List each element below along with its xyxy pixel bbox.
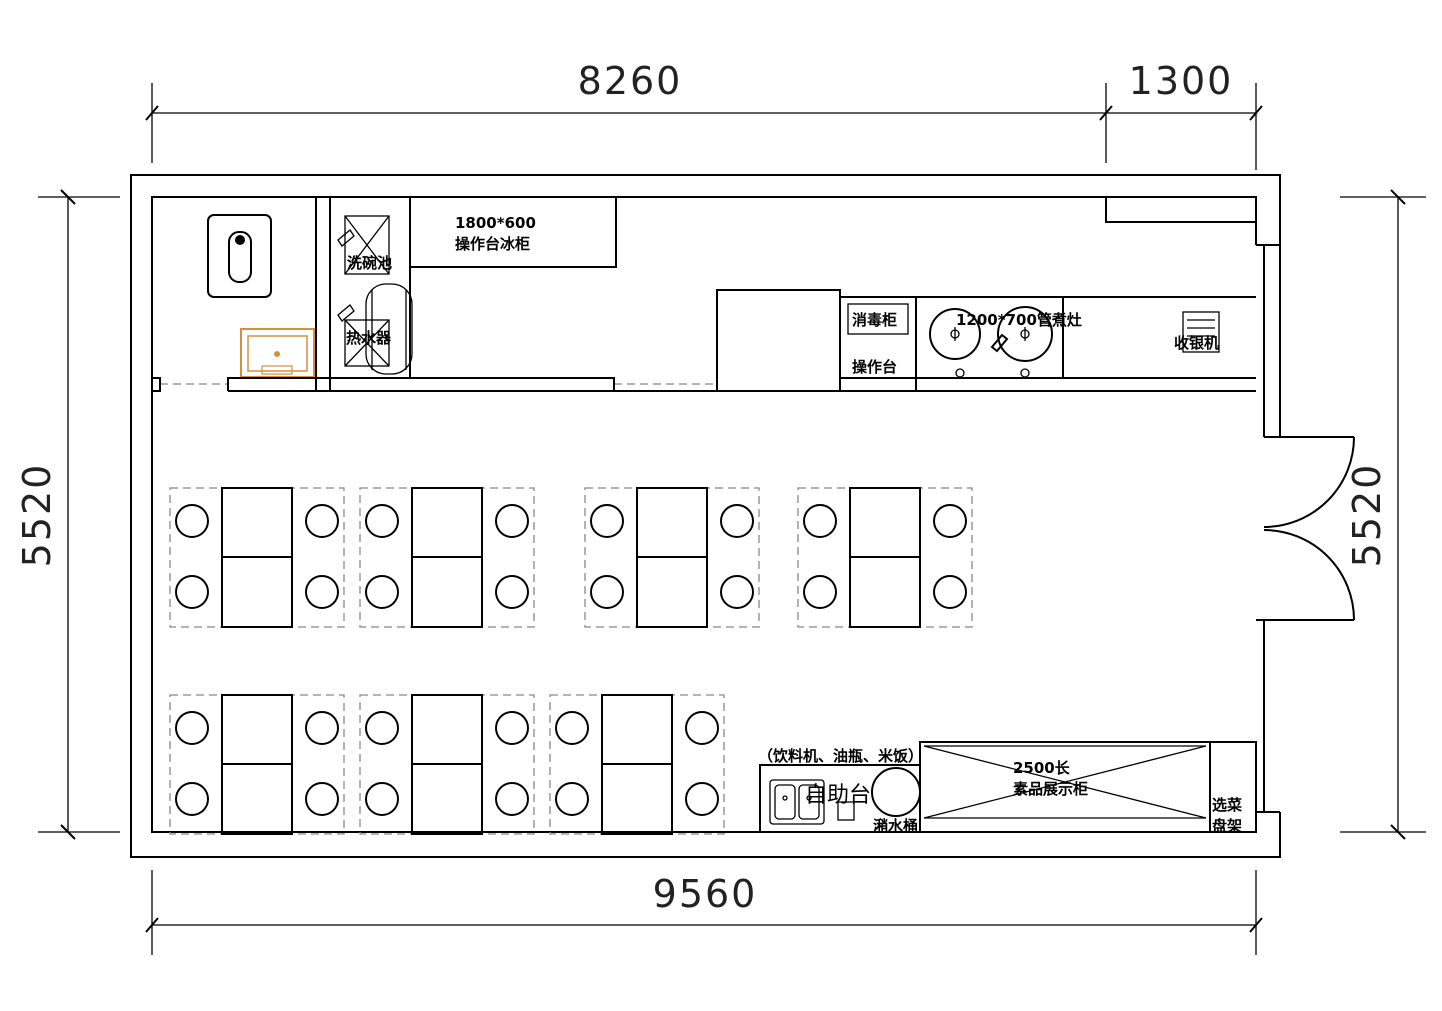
- chair-icon: [555, 711, 589, 745]
- partition-line: [151, 377, 716, 392]
- table: [221, 694, 293, 765]
- dimension-bottom-text: 9560: [653, 872, 758, 916]
- chair-icon: [175, 782, 209, 816]
- plate-shelf: [1209, 741, 1257, 833]
- kitchen-block: [716, 289, 841, 392]
- table: [636, 487, 708, 558]
- walls: [130, 174, 1281, 858]
- table: [411, 694, 483, 765]
- dispenser-icon: [837, 801, 855, 821]
- chair-icon: [720, 504, 754, 538]
- table: [221, 763, 293, 835]
- table: [411, 556, 483, 628]
- table: [221, 487, 293, 558]
- chair-icon: [365, 504, 399, 538]
- dining-tables: [169, 487, 973, 835]
- trash-bin-icon: [871, 767, 921, 817]
- dimension-left-text: 5520: [15, 463, 59, 568]
- dimension-bottom: 9560: [145, 870, 1263, 955]
- chair-icon: [365, 782, 399, 816]
- chair-icon: [305, 782, 339, 816]
- self-service-area: （饮料机、油瓶、米饭） 自助台 潲水桶 2500长 素品展示柜 选菜 盘架: [758, 741, 1257, 835]
- chair-icon: [555, 782, 589, 816]
- chair-icon: [495, 504, 529, 538]
- chair-icon: [305, 575, 339, 609]
- dimension-left: 5520: [15, 189, 120, 840]
- water-heater-label: 热水器: [346, 329, 392, 347]
- fridge-counter: [409, 196, 617, 268]
- chair-icon: [305, 504, 339, 538]
- chair-icon: [803, 575, 837, 609]
- entrance-door-icon: [1263, 436, 1355, 621]
- display-size-label: 2500长: [1013, 759, 1071, 777]
- dimension-right-text: 5520: [1345, 463, 1389, 568]
- chair-icon: [933, 504, 967, 538]
- chair-icon: [305, 711, 339, 745]
- fridge-size-label: 1800*600: [455, 214, 536, 232]
- table-group: [797, 487, 973, 628]
- table: [601, 763, 673, 835]
- chair-icon: [495, 575, 529, 609]
- chair-icon: [590, 575, 624, 609]
- chair-icon: [365, 575, 399, 609]
- dimension-right: 5520: [1340, 189, 1426, 840]
- chair-icon: [590, 504, 624, 538]
- chair-icon: [365, 711, 399, 745]
- chair-icon: [175, 711, 209, 745]
- disinfection-cabinet-icon: [847, 303, 909, 335]
- table: [411, 763, 483, 835]
- stove-burner-left-icon: [929, 308, 981, 360]
- table: [849, 487, 921, 558]
- table: [601, 694, 673, 765]
- table: [849, 556, 921, 628]
- table-group: [359, 487, 535, 628]
- chair-icon: [685, 711, 719, 745]
- chair-icon: [175, 575, 209, 609]
- stove-label: 1200*700管煮灶: [956, 311, 1082, 329]
- chair-icon: [720, 575, 754, 609]
- table-group: [359, 694, 535, 835]
- table: [221, 556, 293, 628]
- prep-table-label: 操作台: [852, 358, 897, 376]
- cabinet-label: 消毒柜: [852, 311, 897, 329]
- table-group: [169, 487, 345, 628]
- stove-burner-right-icon: [997, 306, 1053, 362]
- chair-icon: [495, 782, 529, 816]
- shelf-label-line1: 选菜: [1212, 796, 1242, 814]
- table-group: [169, 694, 345, 835]
- table-group: [584, 487, 760, 628]
- dimension-top-left-text: 8260: [578, 59, 683, 103]
- chair-icon: [803, 504, 837, 538]
- table-group: [549, 694, 725, 835]
- table: [636, 556, 708, 628]
- cashier-label: 收银机: [1174, 334, 1219, 352]
- chair-icon: [933, 575, 967, 609]
- sink-unit: [329, 196, 411, 379]
- stove-unit: [915, 296, 1064, 379]
- chair-icon: [175, 504, 209, 538]
- kitchen: 洗碗池 热水器 1800*600 操作台冰柜 消毒柜 操作台 1200*700管…: [227, 196, 1256, 392]
- dimension-top-right-text: 1300: [1129, 59, 1234, 103]
- self-service-note: （饮料机、油瓶、米饭）: [758, 747, 923, 765]
- chair-icon: [685, 782, 719, 816]
- restroom: [207, 197, 331, 390]
- top-right-counter: [1105, 196, 1257, 223]
- dimension-top: 8260 1300: [145, 59, 1263, 170]
- display-name-label: 素品展示柜: [1013, 780, 1088, 798]
- table: [411, 487, 483, 558]
- water-heater-icon: [365, 283, 413, 375]
- sink-label: 洗碗池: [347, 254, 392, 272]
- self-service-label: 自助台: [805, 783, 871, 808]
- cash-register-icon: [1182, 311, 1220, 353]
- chair-icon: [495, 711, 529, 745]
- fridge-name-label: 操作台冰柜: [455, 235, 530, 253]
- trash-label: 潲水桶: [873, 817, 918, 835]
- squat-toilet-icon: [207, 214, 272, 298]
- double-sink-icon: [769, 779, 825, 825]
- wash-basin-icon: [240, 328, 315, 378]
- sink-icon: [344, 215, 390, 275]
- shelf-label-line2: 盘架: [1212, 817, 1242, 835]
